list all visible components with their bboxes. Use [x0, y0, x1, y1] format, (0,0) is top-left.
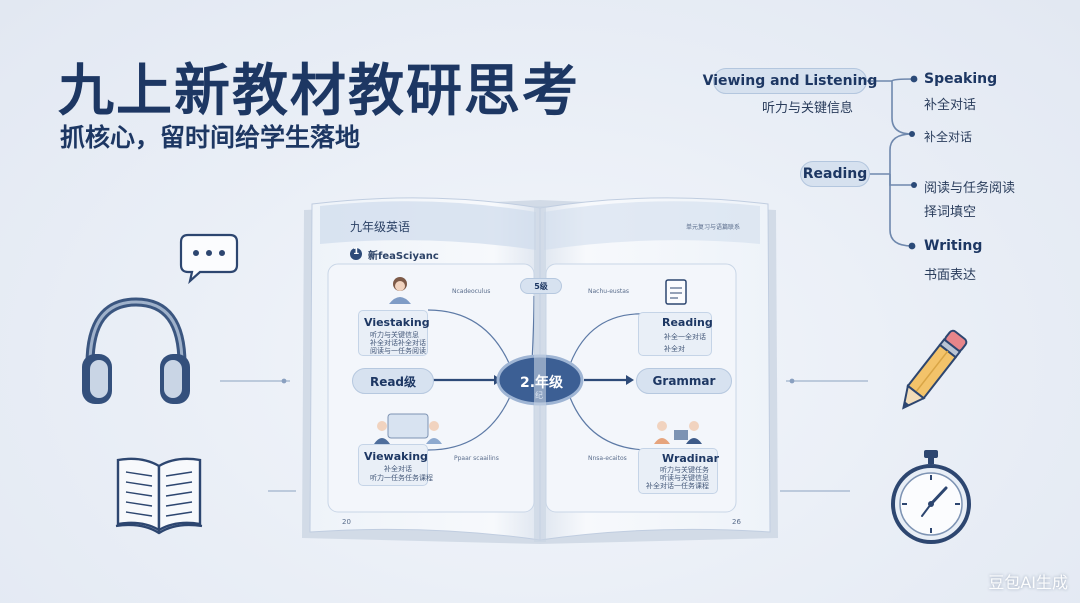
mindmap-mid-label: 补全对话: [924, 130, 973, 144]
book-card-viestaking-line2: 补全对话补全对话: [370, 339, 426, 347]
mindmap-reading-pill: Reading: [800, 161, 870, 187]
mindmap-speaking-label: Speaking: [924, 71, 998, 87]
section-title: 新feaSciyanc: [368, 251, 439, 262]
book-card-wradinar-title: Wradinar: [662, 452, 720, 465]
tiny-label-left-bottom: Ppaar scaailins: [454, 455, 499, 462]
book-card-wradinar-line2: 听读与关键信息: [660, 474, 709, 482]
center-node-sub: 纪: [535, 391, 543, 400]
book-capsule-read: Read级: [352, 368, 434, 394]
book-card-viewaking-line2: 听力一任务任务课程: [370, 474, 433, 482]
book-card-viestaking: [358, 310, 428, 356]
ai-watermark: 豆包AI生成: [988, 573, 1068, 592]
tiny-label-left-top: Ncadeoculus: [452, 288, 491, 295]
book-card-viestaking-title: Viestaking: [364, 316, 430, 329]
left-page-header: 九年级英语: [350, 220, 411, 234]
book-card-wradinar-line1: 听力与关键任务: [660, 466, 709, 474]
book-card-reading-line2: 补全对: [664, 345, 685, 353]
mindmap-writing-sub: 书面表达: [924, 268, 977, 283]
mindmap-root-sub: 听力与关键信息: [762, 101, 854, 116]
mindmap-reading-sub: 阅读与任务阅读: [924, 181, 1016, 196]
open-book-icon: [115, 457, 203, 535]
tiny-label-right-top: Nachu-eustas: [588, 288, 630, 295]
page-title: 九上新教材教研思考: [58, 58, 580, 124]
book-card-viestaking-line1: 听力与关键信息: [370, 331, 419, 339]
right-page-header: 单元复习与语篇联系: [686, 224, 741, 231]
pencil-icon: [902, 329, 968, 410]
section-number: 1: [353, 247, 360, 257]
open-textbook: 九年级英语 1 新feaSciyanc Ncadeoculus Nachu-eu…: [298, 192, 782, 552]
page-number-right: 26: [732, 518, 741, 526]
book-card-viewaking: [358, 444, 428, 486]
book-card-viestaking-line3: 阅读与一任务阅读: [370, 347, 426, 355]
page-subtitle: 抓核心，留时间给学生落地: [60, 123, 361, 152]
mindmap-speaking-sub: 补全对话: [924, 98, 977, 113]
mindmap-reading-sub2: 择词填空: [924, 205, 977, 220]
center-node-title: 2.年级: [520, 375, 564, 391]
stopwatch-icon: [891, 450, 971, 544]
headphones-icon: [82, 297, 190, 404]
book-card-wradinar: [638, 448, 718, 494]
book-capsule-grammar: Grammar: [636, 368, 732, 394]
mindmap-writing-label: Writing: [924, 238, 983, 254]
book-card-viewaking-title: Viewaking: [364, 450, 428, 463]
tiny-label-right-bottom: Nnsa-ecaitos: [588, 455, 627, 462]
top-tag-pill: 5级: [520, 278, 562, 294]
book-card-reading-title: Reading: [662, 316, 713, 329]
book-card-wradinar-line3: 补全对话一任务课程: [646, 482, 709, 490]
speech-bubble-icon: [179, 233, 239, 284]
mindmap-root-pill: Viewing and Listening: [703, 68, 877, 94]
book-card-reading-line1: 补全一全对话: [664, 333, 706, 341]
book-card-viewaking-line1: 补全对话: [384, 465, 412, 473]
page-number-left: 20: [342, 518, 351, 526]
book-card-reading: [638, 312, 712, 356]
